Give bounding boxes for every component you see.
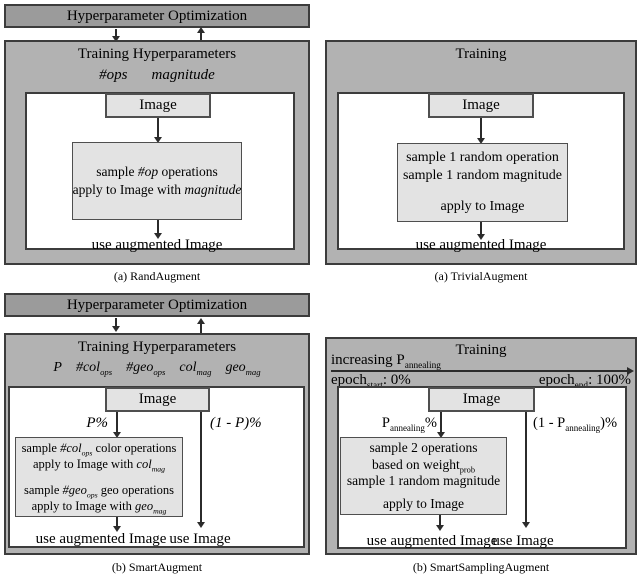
rand-param-magnitude: magnitude [151,67,215,83]
trivial-image-arrow [480,118,482,138]
smartsampling-prob-right-label: (1 - Pannealing)% [533,415,618,433]
smart-caption: (b) SmartAugment [111,560,203,574]
trivial-sample-line-1: sample 1 random operation [406,150,559,165]
trivial-image-box: Image [428,93,534,118]
smartsampling-caption: (b) SmartSamplingAugment [412,560,550,574]
rand-sample-line-2: apply to Image with magnitude [72,182,242,197]
smart-augment-branch-arrow [116,412,118,432]
rand-panel-title: Training Hyperparameters [77,46,237,62]
smartsampling-panel-title: Training [455,342,507,358]
rand-caption: (a) RandAugment [113,269,201,283]
smart-param-geoops: #geoops [126,360,166,377]
smart-output-arrow [116,517,118,526]
trivial-caption: (a) TrivialAugment [434,269,528,283]
rand-params-row: #ops magnitude [6,67,308,84]
smart-sample-box: sample #colops color operations apply to… [15,437,183,517]
smart-prob-left-label: P% [86,415,108,431]
smart-sample-line-2: apply to Image with colmag [32,457,166,474]
trivial-image-label: Image [462,97,500,113]
smartsampling-image-label: Image [462,391,501,407]
rand-sample-box: sample #op operations apply to Image wit… [72,142,242,220]
smart-hpo-up-arrow [200,324,202,333]
smart-param-geomag: geomag [225,360,261,377]
smart-sample-line-4: apply to Image with geomag [31,499,167,516]
smartsampling-output-augmented-label: use augmented Image [366,533,498,549]
smart-param-colops: #colops [75,360,113,377]
trivial-output-label: use augmented Image [415,237,547,253]
trivial-training-panel: Training Image sample 1 random operation… [325,40,637,265]
smart-sample-line-1: sample #colops color operations [21,441,177,458]
rand-sample-line-1: sample #op operations [96,164,218,179]
smartsampling-output-arrow [439,515,441,525]
smart-output-image-label: use Image [169,531,231,547]
smart-hpo-down-arrow [115,318,117,326]
smartsampling-image-box: Image [428,387,535,412]
smartsampling-identity-branch-arrow [525,412,527,522]
smartsampling-prob-left-label: Pannealing% [381,415,437,433]
rand-hyperopt-box: Hyperparameter Optimization [4,4,310,28]
smartsampling-sample-line-3: sample 1 random magnitude [346,473,501,488]
trivial-sample-box: sample 1 random operation sample 1 rando… [397,143,568,222]
smartsampling-output-image-label: use Image [492,533,554,549]
smart-training-panel: Training Hyperparameters P #colops #geoo… [4,333,310,555]
smartsampling-epoch-row: epochstart: 0% epochend: 100% [331,372,631,391]
smart-hyperopt-label: Hyperparameter Optimization [66,296,248,313]
rand-output-arrow [157,220,159,233]
rand-hyperopt-label: Hyperparameter Optimization [66,7,248,24]
trivial-output-arrow [480,222,482,234]
trivial-panel-title: Training [455,46,507,62]
trivial-sample-line-2: sample 1 random magnitude [402,168,563,183]
smart-identity-branch-arrow [200,412,202,522]
smartsampling-sample-line-2: based on weightprob [371,456,476,475]
smartsampling-training-panel: Training increasing Pannealing epochstar… [325,337,637,555]
rand-hpo-up-arrow [200,33,202,40]
smartsampling-augment-branch-arrow [440,412,442,432]
smartsampling-sample-box: sample 2 operations based on weightprob … [340,437,507,515]
smartsampling-sample-line-4: apply to Image [383,495,464,511]
smartsampling-epoch-end-label: epochend: 100% [538,372,631,391]
smartsampling-annealing-arrow [331,370,627,372]
smart-output-augmented-label: use augmented Image [35,531,167,547]
trivial-sample-line-3: apply to Image [440,199,525,214]
smart-params-row: P #colops #geoops colmag geomag [6,360,308,376]
smart-image-label: Image [138,391,177,407]
smart-param-colmag: colmag [179,360,212,377]
smart-image-box: Image [105,387,210,412]
smart-param-p: P [53,360,62,375]
smart-sample-line-3: sample #geoops geo operations [23,483,174,500]
rand-output-label: use augmented Image [91,237,223,253]
rand-param-ops: #ops [99,67,128,83]
rand-hpo-down-arrow [115,29,117,36]
smartsampling-annealing-label: increasing Pannealing [331,352,441,371]
smart-prob-right-label: (1 - P)% [210,415,262,431]
rand-image-arrow [157,118,159,137]
rand-image-box: Image [105,93,211,118]
rand-image-label: Image [139,97,177,113]
smartsampling-sample-line-1: sample 2 operations [369,440,478,455]
rand-training-panel: Training Hyperparameters #ops magnitude … [4,40,310,265]
smart-hyperopt-box: Hyperparameter Optimization [4,293,310,317]
smart-panel-title: Training Hyperparameters [77,339,237,355]
